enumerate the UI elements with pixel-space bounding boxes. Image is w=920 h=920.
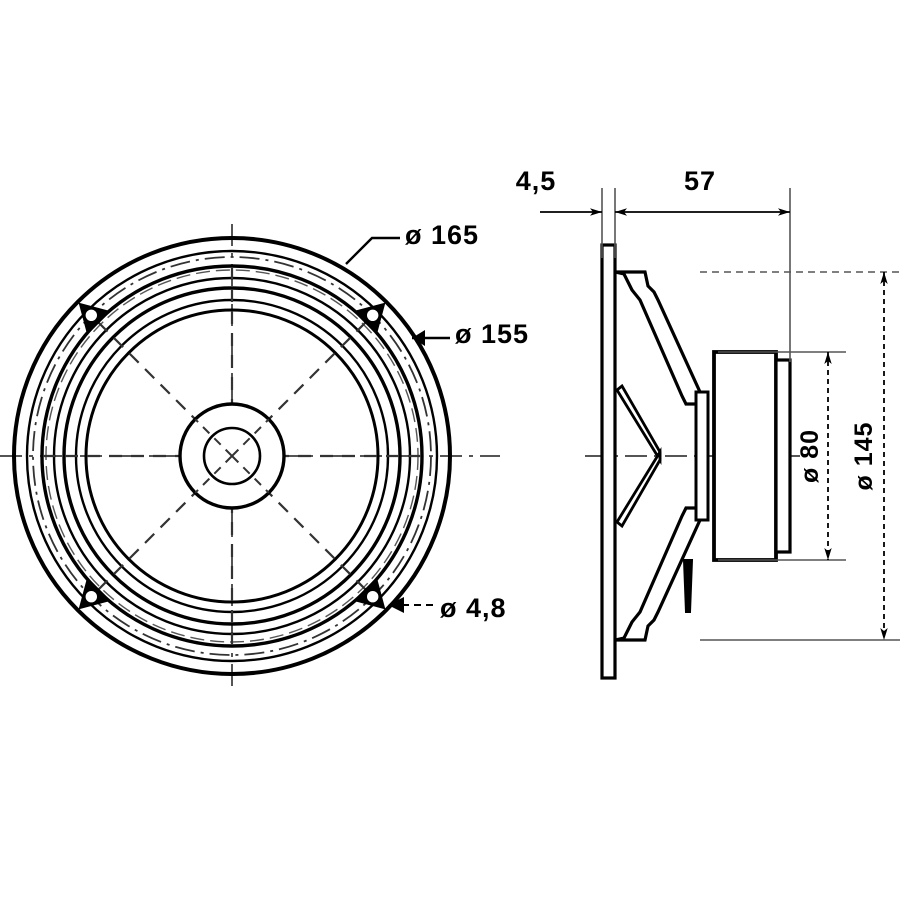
- dustcap-spoke: [231, 455, 270, 494]
- frame-inner-circle: [25, 249, 439, 663]
- dimension-diameter-145: ø 145: [850, 422, 878, 491]
- dustcap-spokes: [194, 418, 270, 494]
- dimension-diameter-165: ø 165: [405, 220, 479, 250]
- mounting-hole[interactable]: [69, 293, 111, 335]
- leader-arrow-dia-4-8: [388, 597, 404, 613]
- dimension-diameter-155: ø 155: [455, 319, 529, 349]
- outer-frame-circle: [12, 236, 452, 676]
- magnet-assembly: [712, 350, 778, 562]
- leader-arrow-dia-155: [412, 330, 425, 346]
- mounting-hole-bore: [364, 588, 382, 606]
- chassis-rim-outer-circle: [40, 264, 424, 648]
- dustcap-inner-circle: [202, 426, 262, 486]
- terminal-tab: [682, 559, 694, 613]
- mounting-hole-bore: [364, 306, 382, 324]
- side-view-dimensions: 4,5 57 ø 80 ø 145: [516, 166, 900, 641]
- mounting-flange: [600, 243, 617, 680]
- dimension-diameter-80: ø 80: [796, 429, 824, 483]
- basket-lower-arm: [614, 506, 702, 642]
- dustcap-spoke: [194, 455, 233, 494]
- mounting-hole[interactable]: [69, 577, 111, 619]
- mounting-hole[interactable]: [353, 577, 395, 619]
- cone-outer-circle: [84, 308, 380, 604]
- bolt-circle: [32, 256, 432, 656]
- mounting-hole-bore: [83, 306, 100, 324]
- surround-outer-circle: [62, 286, 402, 626]
- front-view-dimensions: ø 165 ø 155 ø 4,8: [345, 220, 529, 623]
- front-view: [0, 224, 500, 692]
- basket-upper-arm: [614, 270, 702, 406]
- side-view: [585, 243, 800, 680]
- dustcap-spoke: [194, 418, 233, 457]
- mounting-holes: [69, 293, 395, 619]
- mounting-hole-bore: [83, 588, 100, 606]
- cone-profile-upper: [615, 383, 662, 465]
- dimension-depth-57: 57: [684, 166, 716, 196]
- cone-profile-lower: [615, 447, 662, 529]
- magnet-back-plate: [774, 358, 792, 554]
- dustcap-spoke: [231, 418, 270, 457]
- basket-neck: [694, 390, 710, 522]
- leader-line-dia-165: [345, 236, 400, 265]
- mounting-hole[interactable]: [353, 293, 395, 335]
- dimension-diameter-4-8: ø 4,8: [440, 593, 507, 623]
- dimension-depth-4-5: 4,5: [516, 166, 557, 196]
